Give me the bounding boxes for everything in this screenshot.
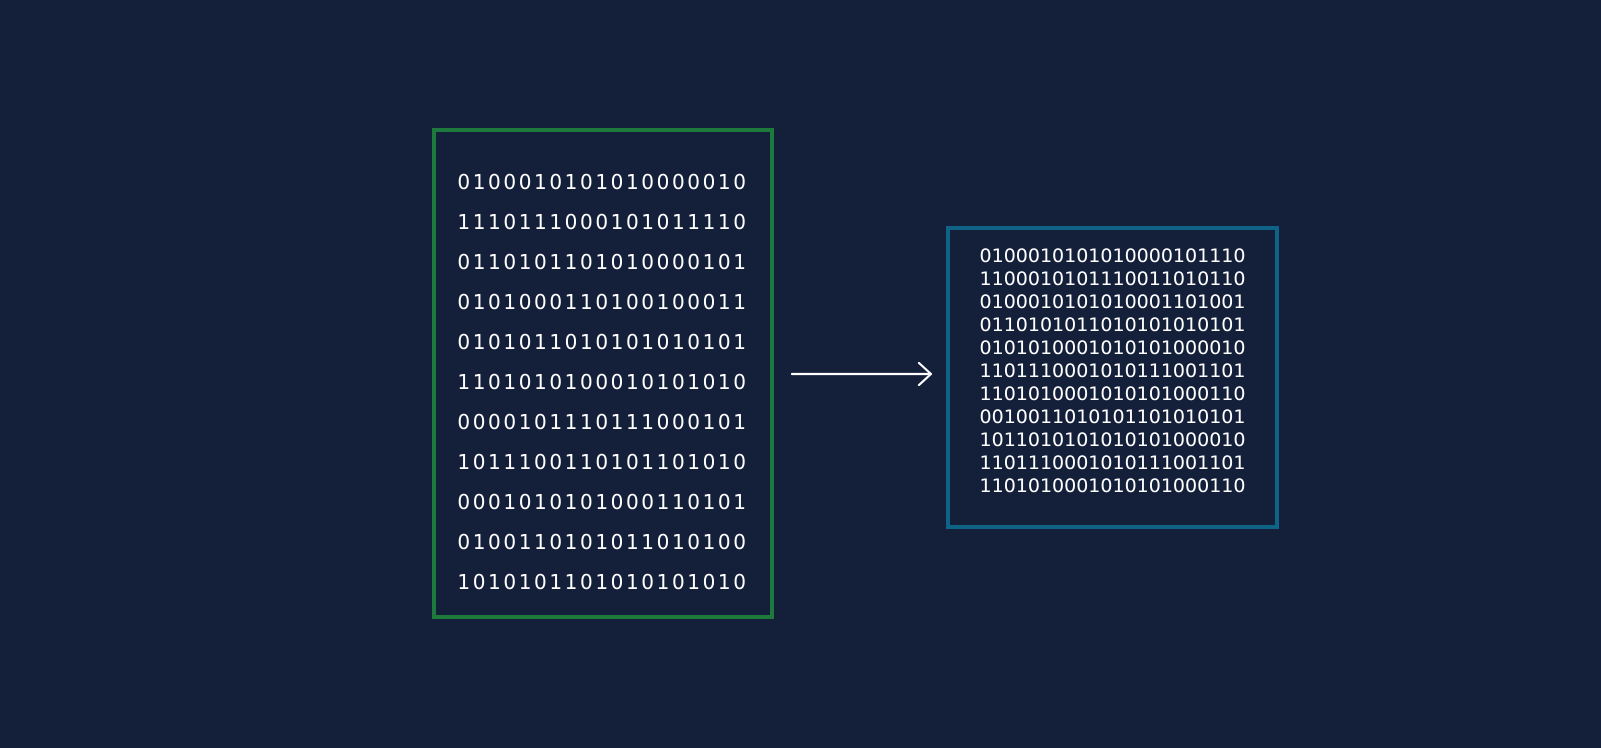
- binary-line: 1010101101010101010: [457, 570, 749, 594]
- binary-line: 1101110001010111001101: [979, 360, 1246, 382]
- output-binary-lines: 0100010101010000101110 11000101011100110…: [950, 245, 1275, 498]
- arrow-head: [917, 362, 933, 386]
- binary-line: 0110101011010101010101: [979, 314, 1246, 336]
- binary-line: 0010011010101101010101: [979, 406, 1246, 428]
- binary-line: 1101010100010101010: [457, 370, 749, 394]
- input-binary-lines: 0100010101010000010 1110111000101011110 …: [436, 162, 770, 602]
- binary-line: 0000101110111000101: [457, 410, 749, 434]
- binary-line: 0100110101011010100: [457, 530, 749, 554]
- binary-line: 0100010101010000101110: [979, 245, 1246, 267]
- input-binary-block: 0100010101010000010 1110111000101011110 …: [432, 128, 774, 619]
- binary-line: 0101000110100100011: [457, 290, 749, 314]
- binary-line: 0101011010101010101: [457, 330, 749, 354]
- binary-line: 1100010101110011010110: [979, 268, 1246, 290]
- binary-line: 0110101101010000101: [457, 250, 749, 274]
- binary-line: 1110111000101011110: [457, 210, 749, 234]
- right-arrow-icon: [790, 362, 933, 386]
- binary-line: 1011010101010101000010: [979, 429, 1246, 451]
- binary-line: 1011100110101101010: [457, 450, 749, 474]
- binary-line: 1101010001010101000110: [979, 383, 1246, 405]
- binary-line: 1101110001010111001101: [979, 452, 1246, 474]
- binary-line: 0100010101010001101001: [979, 291, 1246, 313]
- binary-line: 0100010101010000010: [457, 170, 749, 194]
- binary-line: 0101010001010101000010: [979, 337, 1246, 359]
- binary-line: 0001010101000110101: [457, 490, 749, 514]
- output-binary-block: 0100010101010000101110 11000101011100110…: [946, 226, 1279, 529]
- binary-line: 1101010001010101000110: [979, 475, 1246, 497]
